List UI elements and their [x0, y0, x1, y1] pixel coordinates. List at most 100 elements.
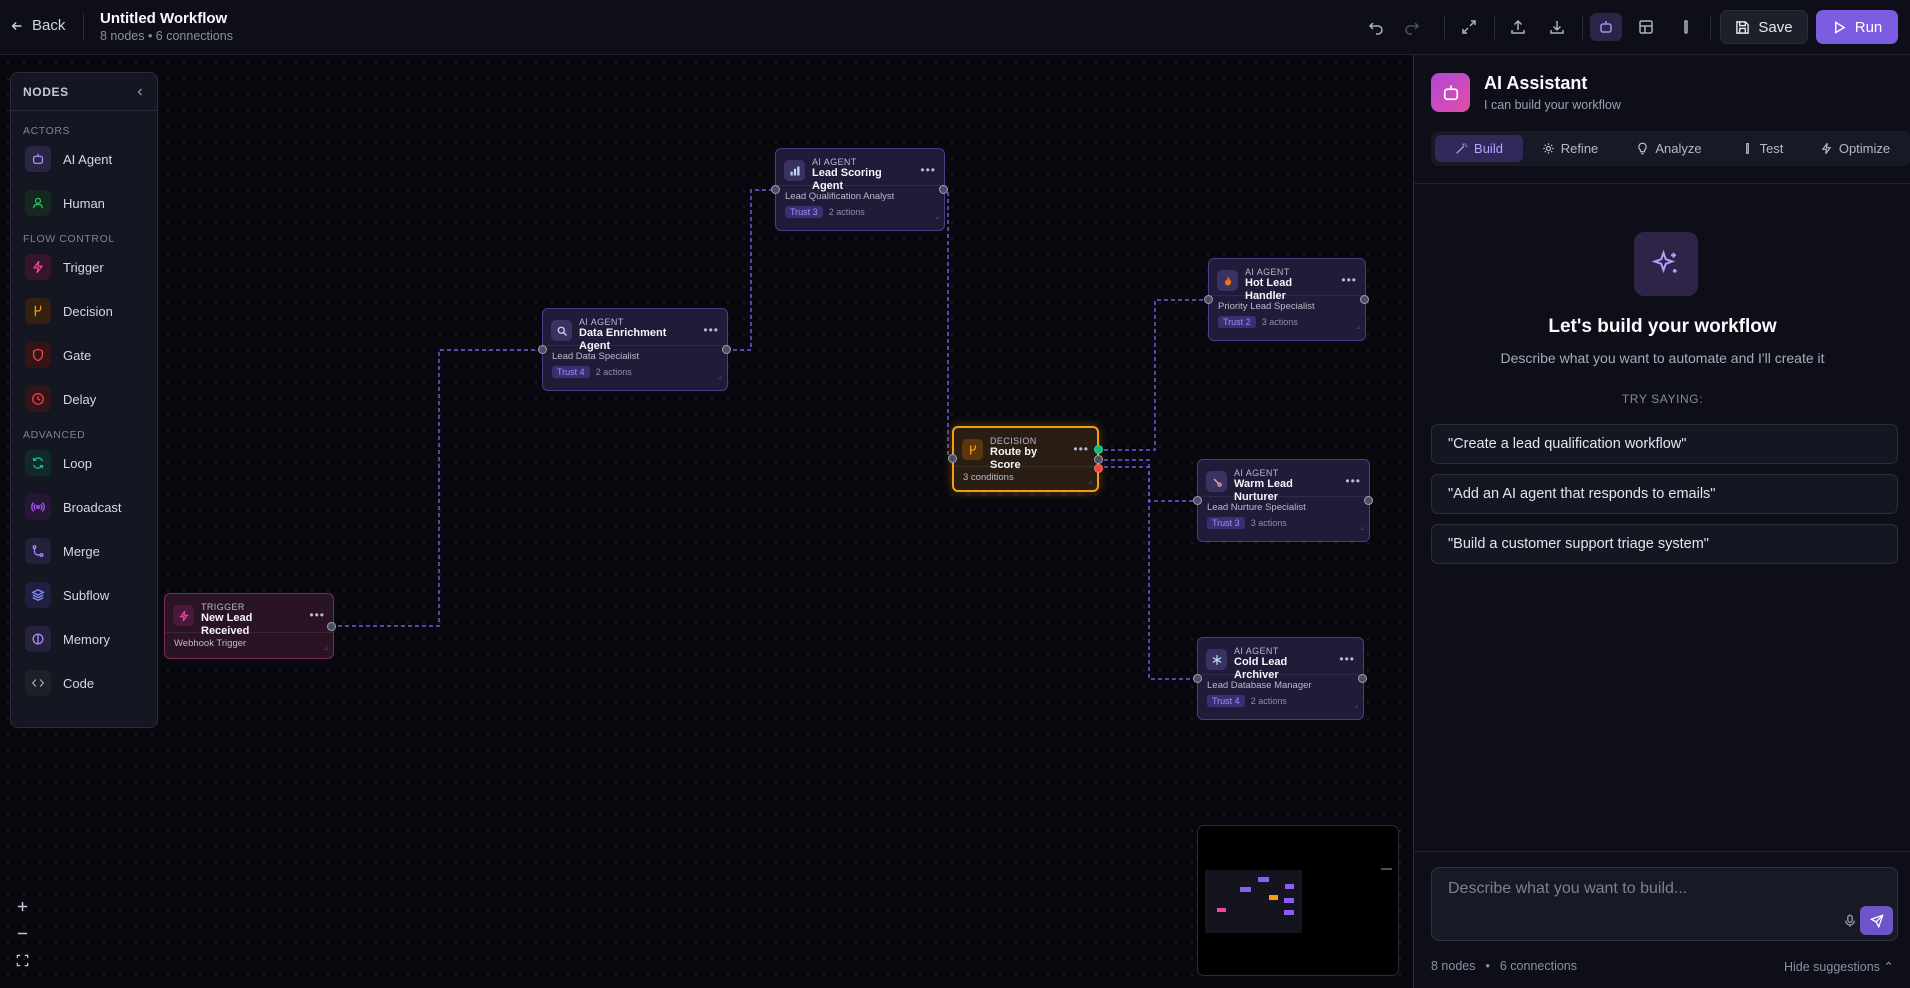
node-route-by-score[interactable]: DECISION Route by Score ••• 3 conditions… — [948, 426, 1103, 492]
output-port-cold[interactable] — [1094, 464, 1103, 473]
palette-item-gate[interactable]: Gate — [11, 333, 157, 377]
fullscreen-button[interactable] — [1453, 13, 1485, 41]
node-warm-lead-nurturer[interactable]: AI AGENT Warm Lead Nurturer ••• Lead Nur… — [1193, 459, 1373, 542]
suggestion-chip[interactable]: "Build a customer support triage system" — [1431, 524, 1898, 564]
resize-handle-icon[interactable]: ⌟ — [1356, 321, 1360, 330]
output-port[interactable] — [1358, 674, 1367, 683]
palette-item-loop[interactable]: Loop — [11, 441, 157, 485]
node-name: Lead Scoring Agent — [812, 167, 882, 192]
palette-item-human[interactable]: Human — [11, 181, 157, 225]
zoom-in-button[interactable] — [10, 893, 35, 920]
node-menu-button[interactable]: ••• — [1341, 273, 1357, 287]
palette-item-subflow[interactable]: Subflow — [11, 573, 157, 617]
node-menu-button[interactable]: ••• — [1339, 652, 1355, 666]
tab-refine[interactable]: Refine — [1523, 135, 1617, 162]
node-data-enrichment-agent[interactable]: AI AGENT Data Enrichment Agent ••• Lead … — [538, 308, 731, 391]
node-name: Warm Lead Nurturer — [1234, 478, 1293, 503]
undo-button[interactable] — [1360, 13, 1392, 41]
save-button[interactable]: Save — [1720, 10, 1808, 44]
back-button[interactable]: Back — [10, 17, 65, 34]
resize-handle-icon[interactable]: ⌟ — [718, 371, 722, 380]
layout-button[interactable] — [1630, 13, 1662, 41]
tab-build[interactable]: Build — [1435, 135, 1523, 162]
node-name: Hot Lead Handler — [1245, 277, 1293, 302]
node-menu-button[interactable]: ••• — [1345, 474, 1361, 488]
minimap-node — [1284, 898, 1294, 903]
test-button[interactable] — [1670, 13, 1702, 41]
minimap-node — [1269, 895, 1278, 900]
microphone-button[interactable] — [1843, 914, 1857, 933]
import-button[interactable] — [1541, 13, 1573, 41]
resize-handle-icon[interactable]: ⌟ — [324, 642, 328, 651]
suggestion-chip[interactable]: "Add an AI agent that responds to emails… — [1431, 474, 1898, 514]
expand-icon — [1462, 20, 1476, 34]
output-port-warm[interactable] — [1094, 455, 1103, 464]
palette-item-memory[interactable]: Memory — [11, 617, 157, 661]
palette-item-delay[interactable]: Delay — [11, 377, 157, 421]
separator-dot: • — [1485, 959, 1490, 973]
branch-icon — [962, 439, 983, 460]
export-button[interactable] — [1502, 13, 1534, 41]
panel-subtitle: I can build your workflow — [1484, 98, 1621, 112]
thermometer-icon — [1206, 471, 1227, 492]
node-menu-button[interactable]: ••• — [1073, 442, 1089, 456]
palette-item-label: Merge — [63, 543, 100, 559]
fit-view-button[interactable] — [10, 947, 35, 974]
resize-handle-icon[interactable]: ⌟ — [935, 211, 939, 220]
empty-state-heading: Let's build your workflow — [1548, 316, 1777, 337]
node-header: AI AGENT Hot Lead Handler ••• — [1209, 259, 1365, 302]
minimap[interactable] — [1197, 825, 1399, 976]
palette-item-decision[interactable]: Decision — [11, 289, 157, 333]
divider — [1444, 15, 1445, 39]
resize-handle-icon[interactable]: ⌟ — [1354, 700, 1358, 709]
input-port[interactable] — [948, 454, 957, 463]
node-hot-lead-handler[interactable]: AI AGENT Hot Lead Handler ••• Priority L… — [1204, 258, 1369, 341]
tab-test[interactable]: Test — [1721, 135, 1803, 162]
output-port-hot[interactable] — [1094, 445, 1103, 454]
suggestion-chip[interactable]: "Create a lead qualification workflow" — [1431, 424, 1898, 464]
resize-handle-icon[interactable]: ⌟ — [1088, 476, 1092, 485]
collapse-palette-button[interactable] — [135, 84, 145, 100]
node-header: AI AGENT Lead Scoring Agent ••• — [776, 149, 944, 192]
input-port[interactable] — [1204, 295, 1213, 304]
zoom-controls — [10, 893, 35, 975]
ai-assistant-toggle[interactable] — [1590, 13, 1622, 41]
output-port[interactable] — [722, 345, 731, 354]
zoom-out-button[interactable] — [10, 920, 35, 947]
tab-analyze[interactable]: Analyze — [1617, 135, 1721, 162]
input-port[interactable] — [538, 345, 547, 354]
input-port[interactable] — [771, 185, 780, 194]
palette-item-merge[interactable]: Merge — [11, 529, 157, 573]
palette-item-broadcast[interactable]: Broadcast — [11, 485, 157, 529]
workflow-canvas[interactable]: NODES ACTORS AI Agent Human FLOW CONTROL… — [0, 55, 1413, 988]
hide-suggestions-button[interactable]: Hide suggestions ⌃ — [1784, 959, 1894, 974]
input-port[interactable] — [1193, 674, 1202, 683]
panel-footer-stats: 8 nodes • 6 connections — [1431, 959, 1577, 973]
input-port[interactable] — [1193, 496, 1202, 505]
palette-item-code[interactable]: Code — [11, 661, 157, 705]
output-port[interactable] — [939, 185, 948, 194]
run-button[interactable]: Run — [1816, 10, 1898, 44]
node-menu-button[interactable]: ••• — [309, 608, 325, 622]
minimap-node — [1285, 884, 1294, 889]
resize-handle-icon[interactable]: ⌟ — [1360, 522, 1364, 531]
tab-label: Refine — [1560, 141, 1599, 156]
node-lead-scoring-agent[interactable]: AI AGENT Lead Scoring Agent ••• Lead Qua… — [771, 148, 948, 231]
palette-item-trigger[interactable]: Trigger — [11, 245, 157, 289]
tab-optimize[interactable]: Optimize — [1803, 135, 1907, 162]
node-cold-lead-archiver[interactable]: AI AGENT Cold Lead Archiver ••• Lead Dat… — [1193, 637, 1367, 720]
node-new-lead-received[interactable]: TRIGGER New Lead Received ••• Webhook Tr… — [164, 593, 336, 659]
workflow-title[interactable]: Untitled Workflow — [100, 10, 228, 27]
palette-item-ai-agent[interactable]: AI Agent — [11, 137, 157, 181]
output-port[interactable] — [1364, 496, 1373, 505]
try-saying-label: TRY SAYING: — [1621, 392, 1704, 406]
node-name: Route by Score — [990, 446, 1038, 471]
send-button[interactable] — [1860, 906, 1893, 935]
node-menu-button[interactable]: ••• — [703, 323, 719, 337]
prompt-input[interactable] — [1448, 880, 1848, 898]
actions-count: 2 actions — [1250, 696, 1287, 706]
output-port[interactable] — [327, 622, 336, 631]
node-menu-button[interactable]: ••• — [920, 163, 936, 177]
output-port[interactable] — [1360, 295, 1369, 304]
redo-button[interactable] — [1396, 13, 1428, 41]
